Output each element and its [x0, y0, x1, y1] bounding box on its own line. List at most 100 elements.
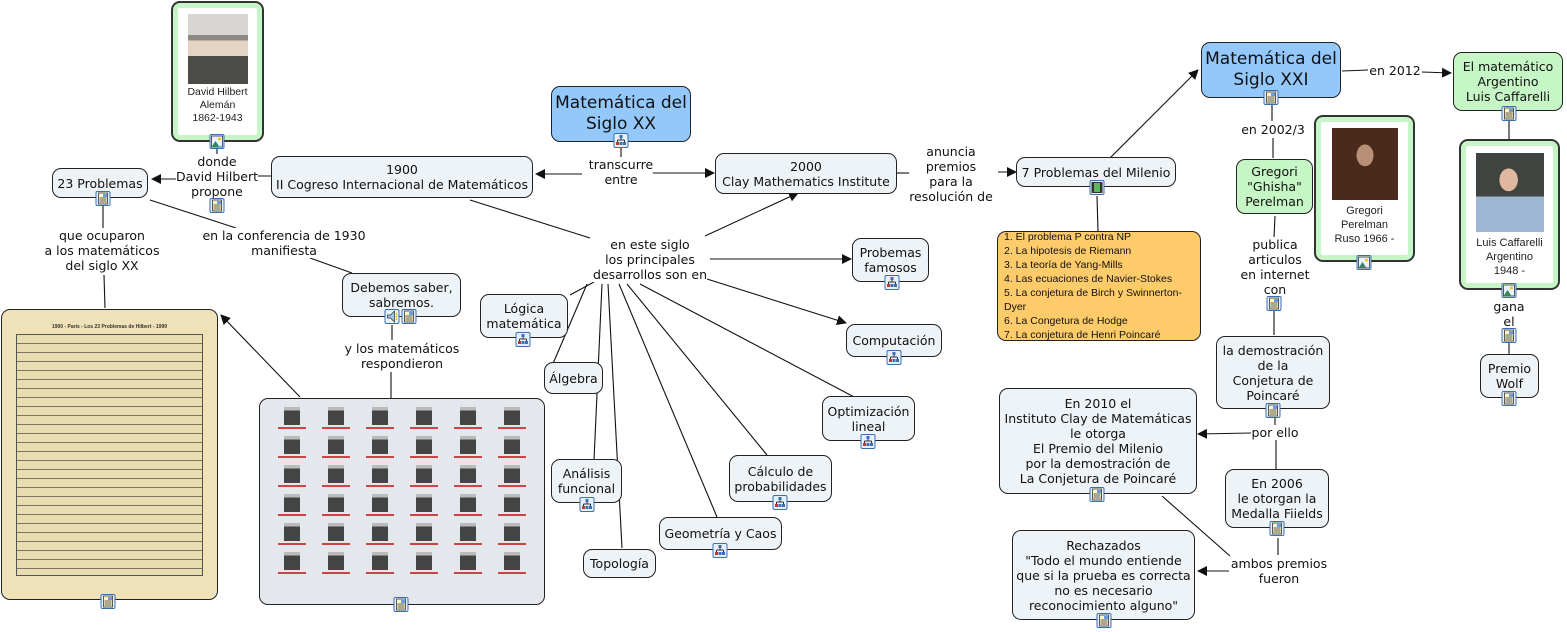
mathematician-portrait: [316, 436, 356, 461]
document-resource-icon[interactable]: [209, 198, 225, 213]
document-resource-icon[interactable]: [100, 594, 116, 609]
mathematician-portrait: [316, 552, 356, 577]
mathematician-portrait: [272, 494, 312, 519]
document-resource-icon[interactable]: [401, 309, 417, 324]
concept-topologia[interactable]: Topología: [583, 549, 656, 578]
mathematician-portrait: [272, 552, 312, 577]
millennium-problem-item: 2. La hipotesis de Riemann: [1004, 245, 1132, 257]
concept-map-icon[interactable]: [860, 434, 876, 449]
audio-resource-icon[interactable]: [384, 309, 400, 324]
image-resource-icon[interactable]: [1501, 283, 1517, 298]
mathematician-portrait: [360, 552, 400, 577]
link-label-gana: gana el: [1493, 299, 1525, 329]
concept-label: En 2010 el Instituto Clay de Matemáticas…: [1004, 396, 1192, 486]
concept-map-icon[interactable]: [613, 133, 629, 148]
mathematician-portrait: [404, 407, 444, 432]
image-card-perelman[interactable]: Gregori Perelman Ruso 1966 -: [1314, 115, 1415, 262]
concept-probemas-famosos[interactable]: Probemas famosos: [852, 238, 929, 282]
document-resource-icon[interactable]: [1269, 521, 1285, 536]
mathematician-portrait: [492, 494, 532, 519]
concept-map-icon[interactable]: [579, 497, 595, 512]
list-millennium-problems[interactable]: 1. El problema P contra NP 2. La hipotesi…: [997, 231, 1201, 341]
mathematician-portrait: [404, 523, 444, 548]
concept-label: En 2006 le otorgan la Medalla Fiields: [1231, 476, 1323, 521]
concept-label: El matemático Argentino Luis Caffarelli: [1462, 59, 1554, 104]
concept-label: 7 Problemas del Milenio: [1021, 164, 1171, 180]
image-mathematicians-grid[interactable]: [259, 398, 545, 605]
concept-label: Geometría y Caos: [664, 526, 777, 541]
concept-map-icon[interactable]: [515, 332, 531, 347]
concept-luis-caffarelli[interactable]: El matemático Argentino Luis Caffarelli: [1453, 52, 1563, 111]
concept-perelman[interactable]: Gregori "Ghisha" Perelman: [1236, 159, 1313, 214]
concept-map-icon[interactable]: [772, 495, 788, 510]
concept-debemos-saber[interactable]: Debemos saber, sabremos.: [342, 273, 461, 317]
image-caption: Gregori Perelman Ruso 1966 -: [1334, 205, 1395, 245]
mathematician-portrait: [360, 436, 400, 461]
document-resource-icon[interactable]: [1096, 613, 1112, 628]
concept-medalla-fields-2006[interactable]: En 2006 le otorgan la Medalla Fiields: [1225, 469, 1329, 528]
concept-rechazados[interactable]: Rechazados "Todo el mundo entiende que s…: [1012, 530, 1195, 620]
document-resource-icon[interactable]: [393, 597, 409, 612]
concept-calculo-probabilidades[interactable]: Cálculo de probabilidades: [729, 455, 832, 502]
concept-map-icon[interactable]: [884, 275, 900, 290]
concept-premio-milenio-2010[interactable]: En 2010 el Instituto Clay de Matemáticas…: [999, 388, 1197, 494]
link-label-conferencia: en la conferencia de 1930 manifiesta: [202, 228, 366, 258]
concept-7-problemas-milenio[interactable]: 7 Problemas del Milenio: [1016, 157, 1176, 187]
image-caption: Luis Caffarelli Argentino 1948 -: [1476, 237, 1543, 277]
concept-logica-matematica[interactable]: Lógica matemática: [480, 294, 568, 338]
concept-label: Análisis funcional: [557, 466, 616, 496]
link-label-que-ocuparon: que ocuparon a los matemáticos del siglo…: [44, 228, 160, 273]
mathematician-portrait: [404, 465, 444, 490]
concept-23-problemas[interactable]: 23 Problemas: [52, 168, 148, 198]
concept-analisis-funcional[interactable]: Análisis funcional: [551, 459, 622, 503]
document-resource-icon[interactable]: [1089, 487, 1105, 502]
image-resource-icon[interactable]: [1356, 255, 1372, 270]
concept-label: Lógica matemática: [486, 301, 562, 331]
link-label-respondieron: y los matemáticos respondieron: [344, 341, 460, 371]
concept-matematica-siglo-xxi[interactable]: Matemática del Siglo XXI: [1201, 42, 1341, 98]
mathematician-portrait: [316, 465, 356, 490]
concept-demostracion-poincare[interactable]: la demostración de la Conjetura de Poinc…: [1216, 336, 1330, 409]
document-resource-icon[interactable]: [1265, 403, 1281, 418]
mathematician-portrait: [316, 407, 356, 432]
table-title: 1900 - Paris - Los 23 Problemas de Hilbe…: [51, 324, 168, 330]
image-resource-icon[interactable]: [209, 134, 225, 149]
video-resource-icon[interactable]: [1089, 180, 1105, 195]
image-card-hilbert[interactable]: David Hilbert Alemán 1862-1943: [171, 1, 264, 142]
document-resource-icon[interactable]: [1501, 106, 1517, 121]
concept-label: Optimización lineal: [827, 403, 910, 434]
document-resource-icon[interactable]: [1263, 90, 1279, 105]
millennium-problems-list: 1. El problema P contra NP 2. La hipotesi…: [1004, 230, 1200, 342]
millennium-problem-item: 7. La conjetura de Henri Poincaré: [1004, 329, 1161, 341]
photo-grid: [260, 399, 544, 585]
image-card-caffarelli[interactable]: Luis Caffarelli Argentino 1948 -: [1459, 139, 1560, 290]
mathematician-portrait: [492, 465, 532, 490]
mathematician-portrait: [360, 465, 400, 490]
mathematician-portrait: [272, 523, 312, 548]
document-resource-icon[interactable]: [1501, 391, 1517, 406]
document-resource-icon[interactable]: [1266, 296, 1282, 311]
millennium-problem-item: 4. Las ecuaciones de Navier-Stokes: [1004, 273, 1173, 285]
mathematician-portrait: [272, 436, 312, 461]
concept-map-icon[interactable]: [886, 350, 902, 365]
concept-label: Probemas famosos: [859, 245, 922, 275]
concept-map-icon[interactable]: [712, 543, 728, 558]
link-label-por-ello: por ello: [1251, 425, 1299, 440]
mathematician-portrait: [360, 407, 400, 432]
concept-matematica-siglo-xx[interactable]: Matemática del Siglo XX: [551, 86, 691, 142]
image-hilbert-problems-table[interactable]: 1900 - Paris - Los 23 Problemas de Hilbe…: [1, 309, 218, 600]
link-label-desarrollos: en este siglo los principales desarrollo…: [593, 237, 707, 282]
concept-2000-clay[interactable]: 2000 Clay Mathematics Institute: [715, 153, 897, 194]
concept-algebra[interactable]: Álgebra: [544, 362, 603, 394]
link-label-transcurre: transcurre entre: [588, 157, 654, 187]
concept-optimizacion-lineal[interactable]: Optimización lineal: [822, 396, 915, 441]
concept-1900-congreso[interactable]: 1900 II Cogreso Internacional de Matemát…: [271, 156, 533, 198]
concept-label: 23 Problemas: [57, 175, 143, 191]
mathematician-portrait: [448, 494, 488, 519]
millennium-problem-item: 1. El problema P contra NP: [1004, 231, 1132, 243]
millennium-problem-item: 3. La teoría de Yang-Mills: [1004, 259, 1123, 271]
document-resource-icon[interactable]: [95, 191, 111, 206]
millennium-problem-item: 5. La conjetura de Birch y Swinnerton-Dy…: [1004, 287, 1183, 313]
mathematician-portrait: [404, 436, 444, 461]
document-resource-icon[interactable]: [1501, 328, 1517, 343]
